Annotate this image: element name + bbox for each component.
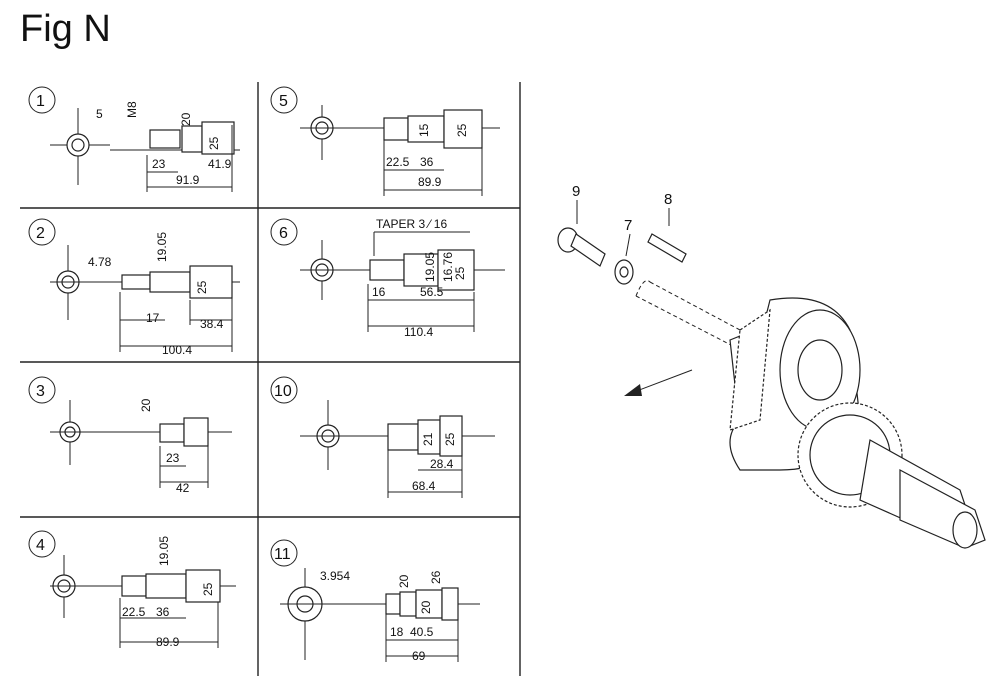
dim-label: 91.9 bbox=[176, 173, 200, 187]
dim-label: 89.9 bbox=[156, 635, 180, 649]
panel-5-badge: 5 bbox=[279, 93, 288, 110]
panel-6-badge: 6 bbox=[279, 225, 288, 242]
dim-label: 36 bbox=[420, 155, 434, 169]
dim-label: 20 bbox=[419, 600, 433, 614]
dim-label: 100.4 bbox=[162, 343, 192, 357]
panel-4-badge: 4 bbox=[36, 537, 45, 554]
callout-7: 7 bbox=[624, 217, 632, 234]
dim-label: 25 bbox=[201, 582, 215, 596]
panel-5: 5 15 25 22.5 36 89.9 bbox=[270, 86, 500, 196]
callout-8: 8 bbox=[664, 191, 672, 208]
dim-label: 3.954 bbox=[320, 569, 350, 583]
panel-10-badge: 10 bbox=[274, 383, 292, 400]
dim-label: 22.5 bbox=[122, 605, 146, 619]
dim-label: 16 bbox=[372, 285, 386, 299]
page-title: Fig N bbox=[20, 8, 111, 50]
panel-11-badge: 11 bbox=[274, 546, 291, 563]
dim-label: 42 bbox=[176, 481, 190, 495]
dim-label: 4.78 bbox=[88, 255, 112, 269]
dim-label: 20 bbox=[397, 574, 411, 588]
dim-label: 16.76 bbox=[441, 252, 455, 282]
crankshaft-illustration: 9 8 7 bbox=[557, 183, 986, 549]
dim-label: 56.5 bbox=[420, 285, 444, 299]
panel-1: 1 5 M8 20 25 23 41.9 91.9 bbox=[28, 86, 240, 192]
dim-label: 89.9 bbox=[418, 175, 442, 189]
dim-label: 25 bbox=[195, 280, 209, 294]
dim-label: 22.5 bbox=[386, 155, 410, 169]
dim-label: M8 bbox=[125, 101, 139, 118]
panel-3-badge: 3 bbox=[36, 383, 45, 400]
dim-label: 19.05 bbox=[423, 252, 437, 282]
callout-9: 9 bbox=[572, 183, 580, 200]
dim-label: 38.4 bbox=[200, 317, 224, 331]
panel-6: 6 TAPER 3 ⁄ 16 16 19.05 25 56.5 110.4 16… bbox=[270, 217, 505, 339]
dim-label: 20 bbox=[179, 112, 193, 126]
dim-label: 110.4 bbox=[404, 325, 433, 339]
dim-label: TAPER 3 ⁄ 16 bbox=[376, 217, 447, 231]
dim-label: 17 bbox=[146, 311, 160, 325]
dim-label: 23 bbox=[166, 451, 180, 465]
dim-label: 68.4 bbox=[412, 479, 436, 493]
panel-grid bbox=[20, 82, 521, 676]
panel-10: 10 21 25 28.4 68.4 bbox=[270, 376, 495, 498]
dim-label: 40.5 bbox=[410, 625, 434, 639]
dim-label: 15 bbox=[417, 123, 431, 137]
dim-label: 23 bbox=[152, 157, 166, 171]
dim-label: 25 bbox=[443, 432, 457, 446]
dim-label: 28.4 bbox=[430, 457, 454, 471]
panel-2: 2 4.78 19.05 25 17 38.4 100.4 bbox=[28, 218, 240, 357]
pin-part bbox=[647, 208, 687, 263]
bolt-part bbox=[557, 200, 606, 267]
dim-label: 5 bbox=[96, 107, 103, 121]
dim-label: 25 bbox=[455, 123, 469, 137]
dim-label: 25 bbox=[207, 136, 221, 150]
dim-label: 69 bbox=[412, 649, 426, 663]
dim-label: 18 bbox=[390, 625, 404, 639]
panel-4: 4 19.05 25 22.5 36 89.9 bbox=[28, 530, 236, 649]
panel-1-badge: 1 bbox=[36, 93, 45, 110]
dim-label: 20 bbox=[139, 398, 153, 412]
dim-label: 25 bbox=[453, 266, 467, 280]
crankshaft-body bbox=[729, 297, 986, 549]
panel-11: 11 3.954 20 26 18 20 40.5 69 bbox=[270, 539, 480, 663]
dim-label: 36 bbox=[156, 605, 170, 619]
dim-label: 26 bbox=[429, 570, 443, 584]
panel-3: 3 20 23 42 bbox=[28, 376, 232, 495]
dim-label: 41.9 bbox=[208, 157, 232, 171]
direction-arrow bbox=[624, 369, 693, 396]
dim-label: 19.05 bbox=[155, 232, 169, 262]
dim-label: 19.05 bbox=[157, 536, 171, 566]
washer-part bbox=[614, 233, 634, 285]
dim-label: 21 bbox=[421, 432, 435, 446]
panel-2-badge: 2 bbox=[36, 225, 45, 242]
